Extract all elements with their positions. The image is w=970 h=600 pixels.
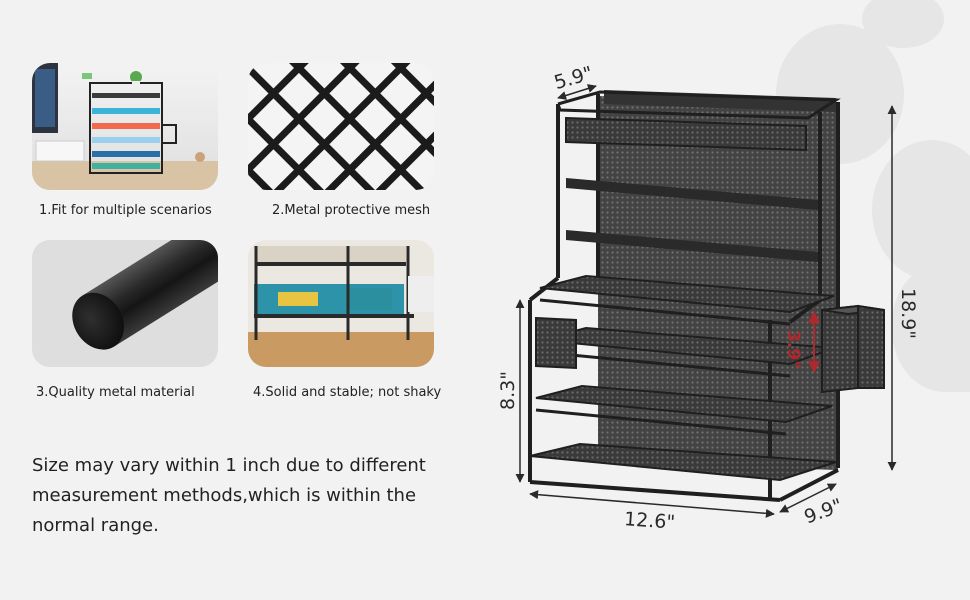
feature-caption: 3.Quality metal material xyxy=(36,385,195,400)
feature-image-stable xyxy=(248,240,434,367)
dimension-height: 18.9" xyxy=(897,288,919,339)
feature-caption: 4.Solid and stable; not shaky xyxy=(253,385,442,400)
dimension-lower-height: 8.3" xyxy=(497,371,519,410)
disclaimer-line: Size may vary within 1 inch due to diffe… xyxy=(32,455,426,476)
dimension-width: 12.6" xyxy=(623,508,675,534)
paw-decoration xyxy=(892,262,970,392)
disclaimer-line: normal range. xyxy=(32,515,159,536)
dimension-top-depth: 5.9" xyxy=(552,62,596,94)
feature-image-scenario xyxy=(32,63,218,190)
feature-caption: 1.Fit for multiple scenarios xyxy=(39,203,212,218)
organizer-frame xyxy=(528,90,885,502)
feature-caption: 2.Metal protective mesh xyxy=(272,203,431,218)
size-disclaimer: Size may vary within 1 inch due to diffe… xyxy=(32,451,452,541)
dimension-depth: 9.9" xyxy=(801,494,845,528)
dimension-lines xyxy=(515,84,897,518)
dimension-shelf-gap: 3.9" xyxy=(783,330,803,369)
disclaimer-line: measurement methods,which is within the xyxy=(32,485,417,506)
product-dimension-diagram: 5.9" 18.9" 8.3" 3.9" 12.6" 9.9" xyxy=(497,62,919,534)
feature-image-metal xyxy=(32,240,218,367)
feature-image-mesh xyxy=(248,63,434,190)
